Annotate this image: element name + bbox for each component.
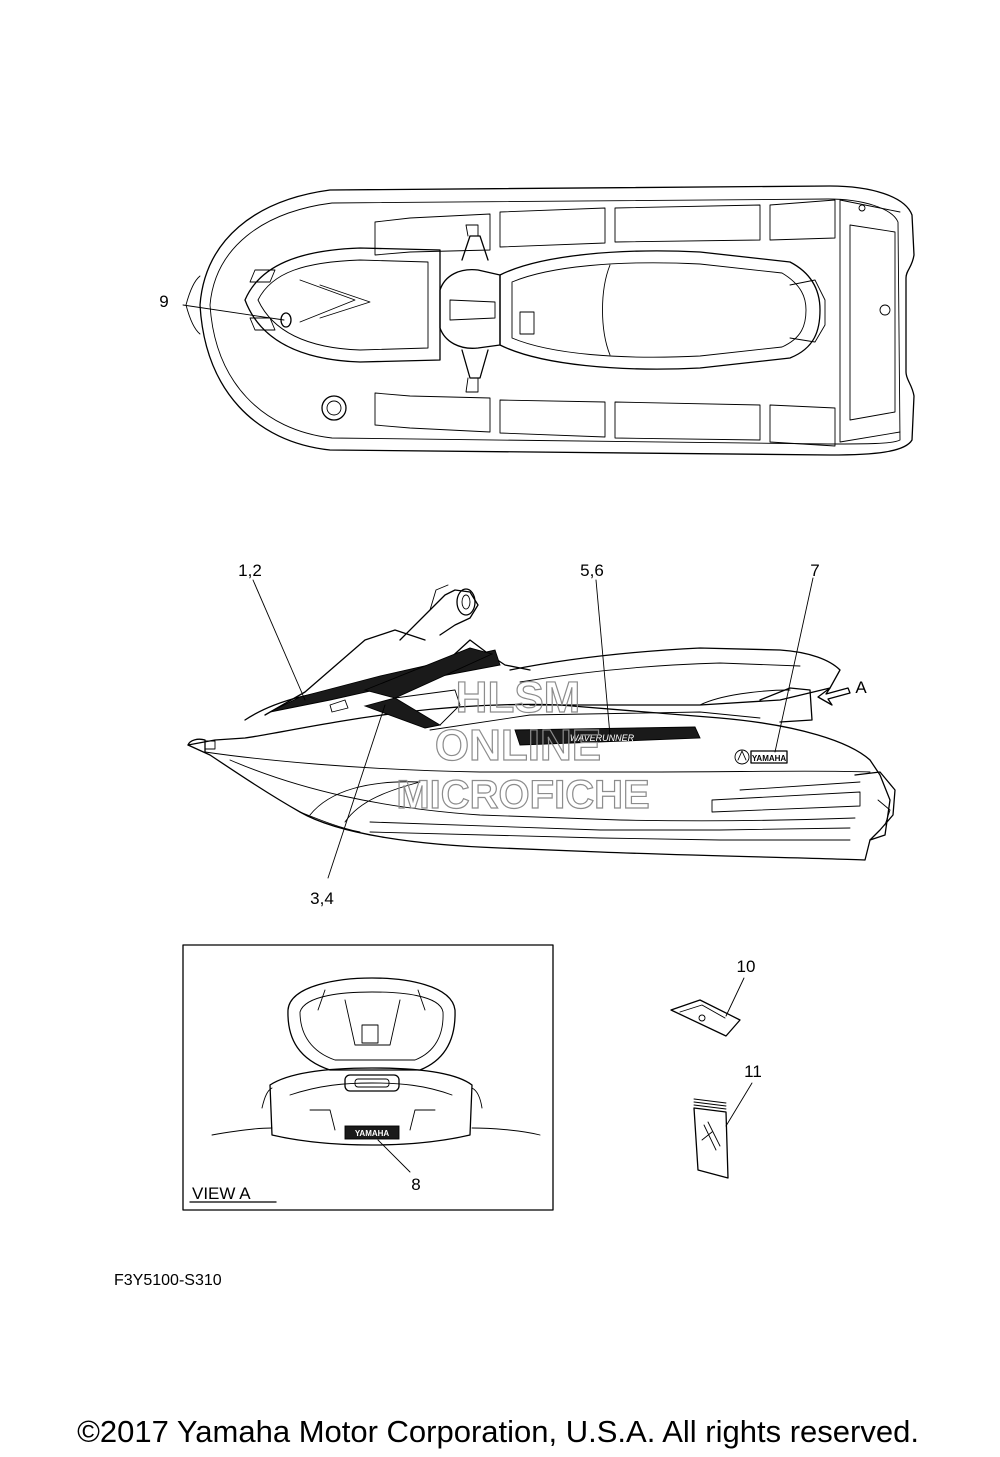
decal-model-text: WAVERUNNER <box>570 733 635 743</box>
leader-line-7 <box>774 577 814 753</box>
inset-frame <box>182 944 554 1211</box>
callout-7: 7 <box>810 561 819 580</box>
leader-line-9 <box>182 304 285 321</box>
callout-9: 9 <box>159 292 168 311</box>
side-view-watercraft: WAVERUNNER YAMAHA <box>187 577 896 879</box>
leader-line-3-4 <box>327 704 386 879</box>
top-view-watercraft <box>182 185 915 456</box>
watermark-line-2: ONLINE <box>435 721 601 770</box>
view-a-inset: YAMAHA <box>182 944 554 1211</box>
leader-line-10 <box>725 977 745 1017</box>
leader-line-11 <box>725 1082 753 1127</box>
decal-7-text: YAMAHA <box>752 754 787 763</box>
leader-line-8 <box>377 1139 411 1173</box>
callout-5-6: 5,6 <box>580 561 604 580</box>
diagram-code: F3Y5100-S310 <box>114 1272 222 1289</box>
decal-8 <box>344 1125 400 1140</box>
leader-line-5-6 <box>595 579 611 736</box>
copyright-notice: ©2017 Yamaha Motor Corporation, U.S.A. A… <box>77 1414 919 1449</box>
callout-3-4: 3,4 <box>310 889 334 908</box>
watermark-line-3: MICROFICHE <box>396 773 649 817</box>
decal-7 <box>750 750 788 764</box>
watermark: HLSM ONLINE MICROFICHE <box>396 672 651 817</box>
yamaha-logo-icon <box>734 749 750 765</box>
part-11 <box>693 1107 729 1179</box>
decal-3-4 <box>363 697 442 729</box>
loose-parts <box>670 977 753 1179</box>
decal-8-text: YAMAHA <box>355 1129 390 1138</box>
part-10 <box>670 999 741 1037</box>
callout-10: 10 <box>737 957 756 976</box>
watermark-line-1: HLSM <box>456 673 581 722</box>
callout-8: 8 <box>411 1175 420 1194</box>
leader-line-1-2 <box>252 579 306 701</box>
inset-title: VIEW A <box>192 1184 251 1203</box>
view-a-arrow-icon <box>817 687 851 706</box>
callout-a: A <box>855 678 867 697</box>
callout-1-2: 1,2 <box>238 561 262 580</box>
callout-11: 11 <box>744 1062 762 1081</box>
decal-5-6 <box>514 726 701 746</box>
